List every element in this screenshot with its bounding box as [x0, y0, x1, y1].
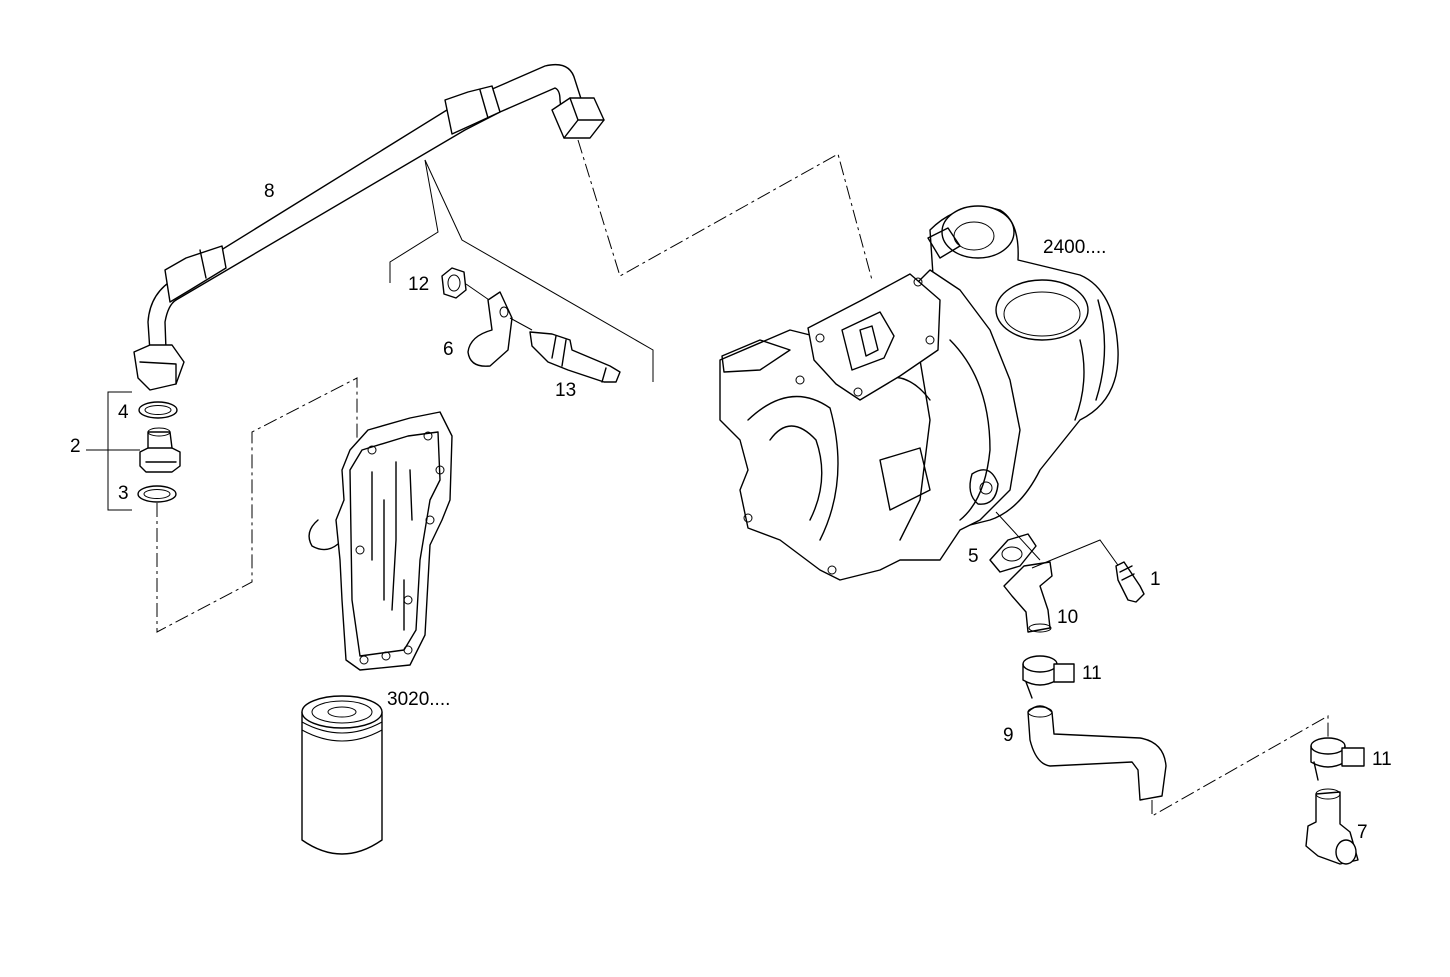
bolt-1 — [1115, 561, 1145, 603]
label-12: 12 — [408, 274, 429, 295]
clamp-6 — [467, 291, 513, 367]
label-1: 1 — [1150, 569, 1161, 590]
oil-feed-pipe — [133, 63, 654, 391]
oil-filter — [301, 695, 383, 855]
label-ref-turbo: 2400.... — [1043, 237, 1106, 258]
stud-13 — [529, 331, 621, 383]
label-10: 10 — [1057, 607, 1078, 628]
label-11-upper: 11 — [1082, 663, 1102, 684]
hose-assembly — [1022, 655, 1365, 865]
label-4: 4 — [118, 402, 129, 423]
nut-12 — [441, 267, 467, 299]
elbow-10 — [1003, 561, 1053, 633]
union-2 — [139, 431, 181, 473]
hose-9 — [1027, 705, 1167, 801]
label-13: 13 — [555, 380, 576, 401]
label-7: 7 — [1357, 822, 1368, 843]
clamp-hardware — [441, 267, 621, 383]
washer-4 — [138, 401, 178, 419]
leader-pipe-to-turbo — [577, 139, 873, 281]
turbocharger — [719, 205, 1119, 581]
label-9: 9 — [1003, 725, 1014, 746]
label-11-lower: 11 — [1372, 749, 1392, 770]
label-2: 2 — [70, 436, 81, 457]
drain-connection — [989, 511, 1145, 633]
washer-3 — [137, 485, 177, 503]
label-8: 8 — [264, 181, 275, 202]
label-ref-filter: 3020.... — [387, 689, 450, 710]
leader-union-to-filter-head — [156, 377, 358, 633]
label-6: 6 — [443, 339, 454, 360]
filter-head — [308, 411, 453, 671]
union-fitting-assembly — [86, 391, 181, 511]
label-3: 3 — [118, 483, 129, 504]
label-5: 5 — [968, 546, 979, 567]
